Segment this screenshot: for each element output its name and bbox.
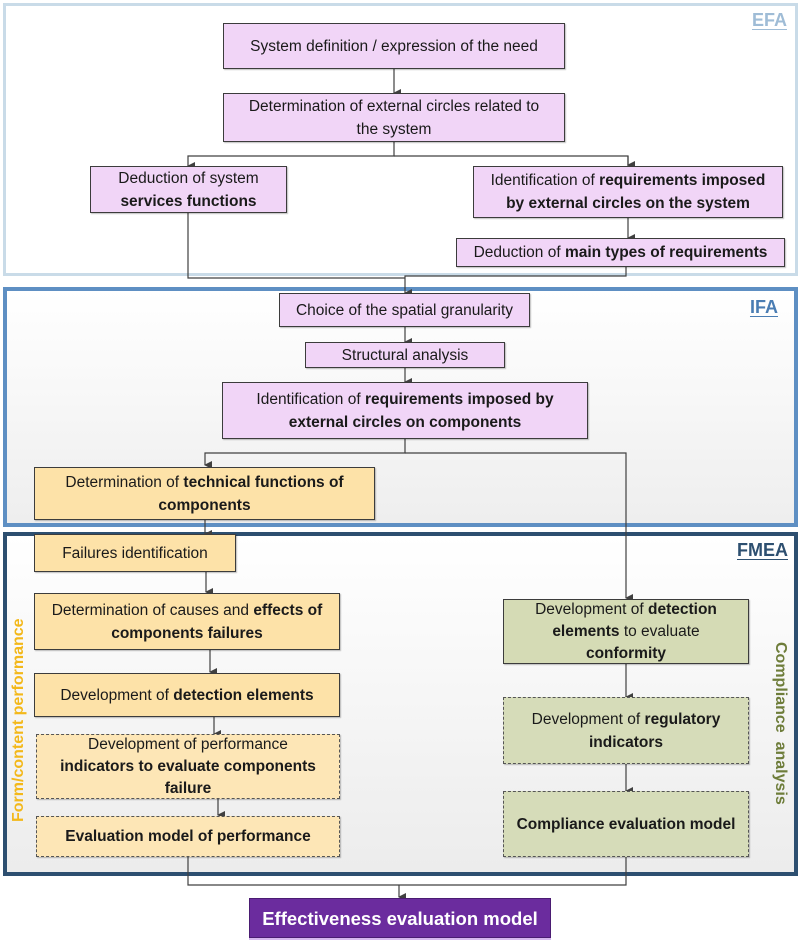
node-text-bold: components xyxy=(158,496,251,514)
node-text-bold: regulatory xyxy=(644,710,721,728)
node-text-line: Determination of technical functions of xyxy=(65,471,343,494)
node-performance-model[interactable]: Evaluation model of performance xyxy=(36,816,340,857)
node-spatial-granularity[interactable]: Choice of the spatial granularity xyxy=(279,293,530,327)
efa-label: EFA xyxy=(751,10,787,30)
performance-side-label: Form/content performance xyxy=(10,618,27,822)
node-text-bold: requirements imposed xyxy=(599,172,766,189)
node-text-bold: detection elements xyxy=(173,686,314,704)
node-requirements-system[interactable]: Identification of requirements imposed b… xyxy=(473,166,783,218)
node-conformity-detection[interactable]: Development of detection elements to eva… xyxy=(503,599,749,664)
node-text: to evaluate xyxy=(619,622,700,640)
node-services-functions[interactable]: Deduction of system services functions xyxy=(90,166,287,213)
node-text: System definition / expression of the ne… xyxy=(250,37,538,55)
node-text-bold: indicators xyxy=(588,733,664,751)
node-text: Deduction of xyxy=(473,244,565,261)
node-text-bold: conformity xyxy=(585,644,667,662)
node-system-definition[interactable]: System definition / expression of the ne… xyxy=(223,23,565,69)
ifa-label: IFA xyxy=(749,297,778,317)
node-text-line: Identification of requirements imposed xyxy=(491,169,766,192)
node-main-types[interactable]: Deduction of main types of requirements xyxy=(456,238,785,267)
node-text: Identification of xyxy=(490,172,600,189)
node-compliance-model[interactable]: Compliance evaluation model xyxy=(503,791,749,857)
node-text-bold: services functions xyxy=(120,192,257,210)
node-external-circles[interactable]: Determination of external circles relate… xyxy=(223,93,565,142)
fmea-label: FMEA xyxy=(737,540,788,560)
node-text-bold: indicators to evaluate components xyxy=(60,757,316,775)
node-text-line: Deduction of main types of requirements xyxy=(474,241,768,264)
node-effectiveness-model[interactable]: Effectiveness evaluation model xyxy=(249,898,551,938)
node-text-bold: by external circles on the system xyxy=(506,195,750,212)
node-text-bold: components failures xyxy=(111,624,263,642)
node-text: Structural analysis xyxy=(341,346,469,364)
node-text: Effectiveness evaluation model xyxy=(262,907,538,929)
node-text-bold: external circles on components xyxy=(288,413,522,431)
node-text: the system xyxy=(356,120,432,138)
node-text-line: Development of detection elements xyxy=(60,684,313,707)
node-structural-analysis[interactable]: Structural analysis xyxy=(305,342,505,368)
node-text: Failures identification xyxy=(62,544,208,562)
node-text-bold: effects of xyxy=(253,601,323,619)
node-text-line: Development of detection xyxy=(535,599,717,621)
node-text: Development of xyxy=(531,710,645,728)
node-text: Determination of external circles relate… xyxy=(248,97,540,115)
node-text-bold: Evaluation model of performance xyxy=(65,828,311,845)
node-requirements-components[interactable]: Identification of requirements imposed b… xyxy=(222,382,588,439)
node-text: Identification of xyxy=(256,390,365,408)
node-text-line: Determination of causes and effects of xyxy=(52,599,323,622)
node-causes-effects[interactable]: Determination of causes and effects of c… xyxy=(34,593,340,650)
node-detection-elements[interactable]: Development of detection elements xyxy=(34,673,340,717)
node-text-bold: main types of requirements xyxy=(564,244,768,261)
node-text-line: Identification of requirements imposed b… xyxy=(256,388,553,411)
node-failures-identification[interactable]: Failures identification xyxy=(34,534,236,572)
node-text-bold: technical functions of xyxy=(183,473,344,491)
node-text-line: elements to evaluate xyxy=(552,621,699,643)
node-text: Development of xyxy=(60,686,174,704)
node-text-bold: requirements imposed by xyxy=(364,390,554,408)
node-text: Deduction of system xyxy=(118,169,259,187)
node-text-bold: Compliance evaluation model xyxy=(516,815,736,833)
node-text-line: Development of regulatory xyxy=(532,708,721,731)
node-text-bold: failure xyxy=(164,779,212,797)
node-regulatory-indicators[interactable]: Development of regulatory indicators xyxy=(503,697,749,764)
node-text-bold: elements xyxy=(552,622,620,640)
node-text: Development of xyxy=(535,600,648,618)
node-text: Choice of the spatial granularity xyxy=(295,301,514,319)
node-text: Development of performance xyxy=(88,735,288,753)
node-text: Determination of causes and xyxy=(51,601,254,619)
node-performance-indicators[interactable]: Development of performance indicators to… xyxy=(36,734,340,799)
node-text-bold: detection xyxy=(647,600,717,618)
compliance-side-label: Compliance analysis xyxy=(772,642,789,805)
node-text: Determination of xyxy=(65,473,184,491)
node-technical-functions[interactable]: Determination of technical functions of … xyxy=(34,467,375,520)
